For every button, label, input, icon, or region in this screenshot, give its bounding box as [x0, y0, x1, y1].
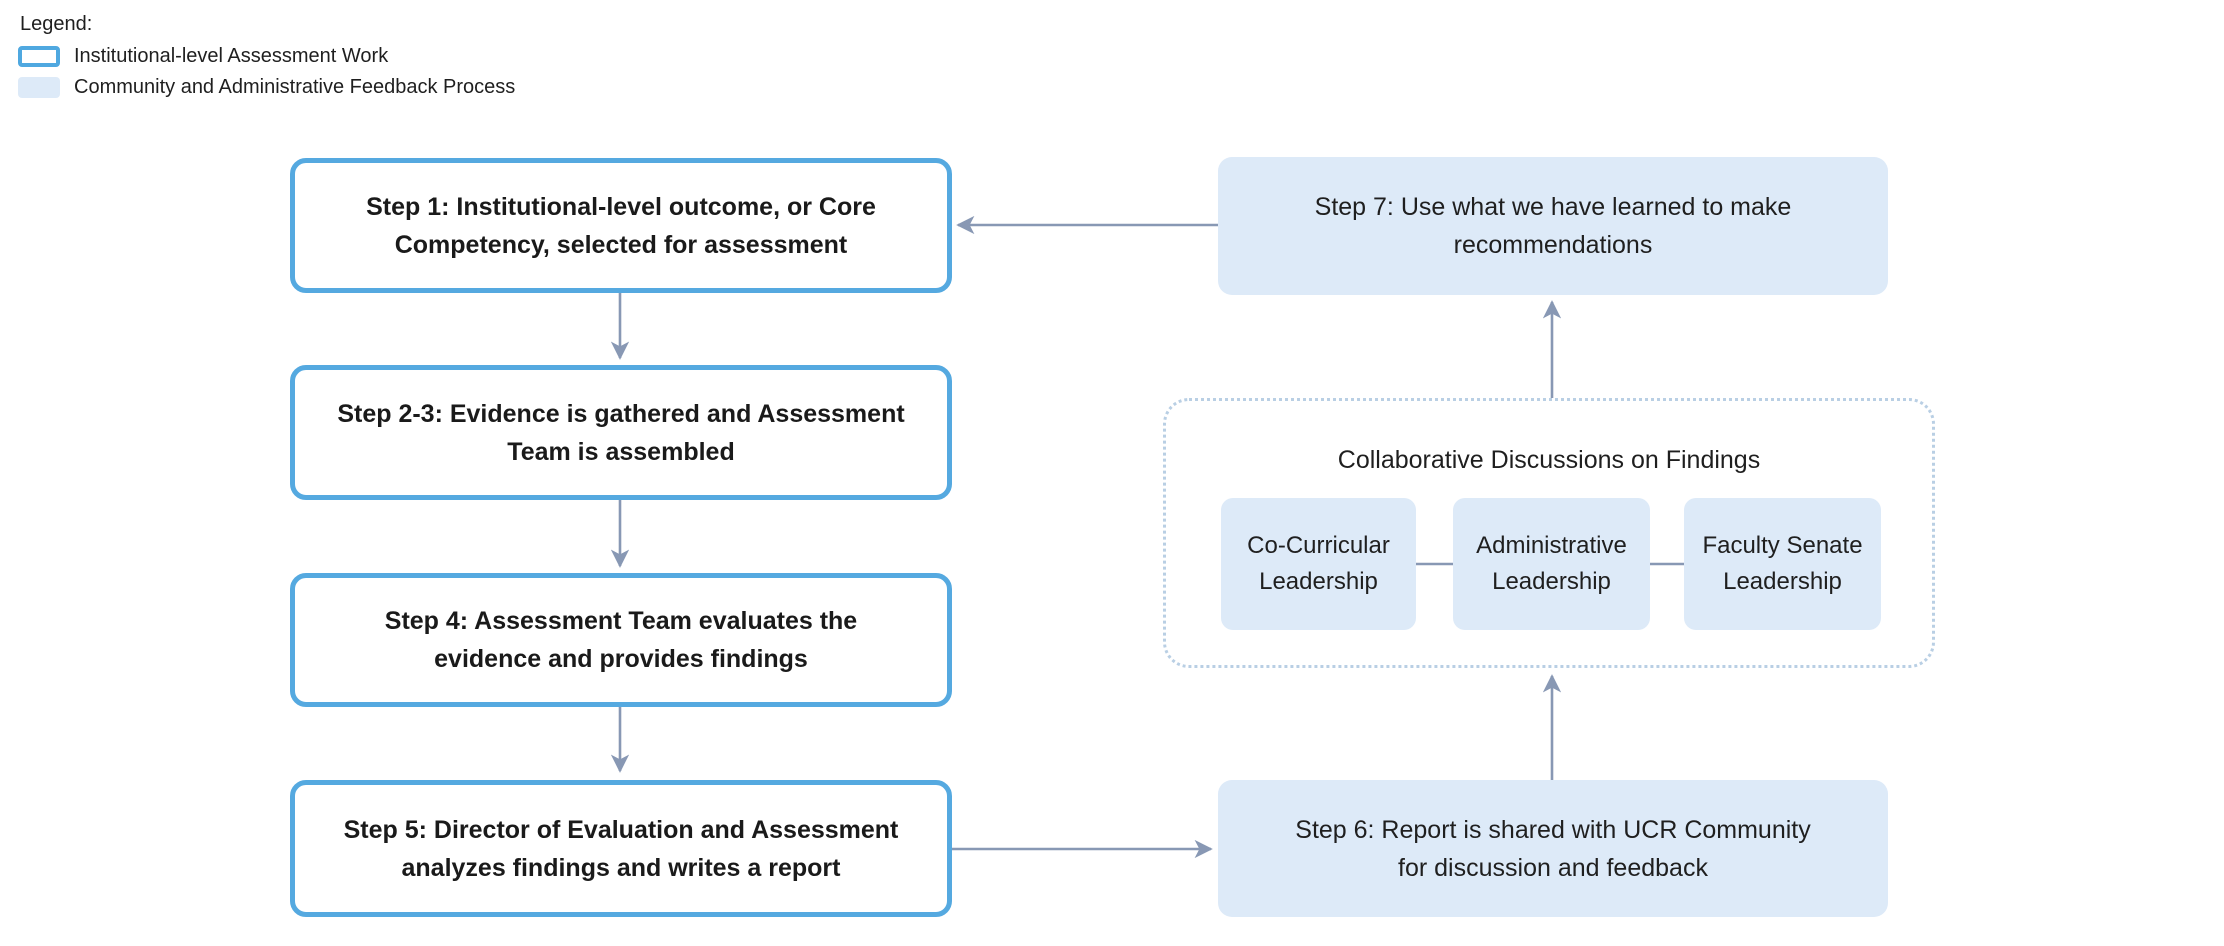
- node-co-curricular-leadership-text: Co-Curricular Leadership: [1247, 528, 1390, 600]
- legend-swatch-filled-icon: [18, 76, 60, 98]
- node-co-curricular-leadership-line-1: Co-Curricular: [1247, 532, 1390, 559]
- node-step-6-line-2: for discussion and feedback: [1398, 853, 1708, 882]
- legend-title: Legend:: [20, 13, 93, 35]
- node-faculty-senate-leadership-line-1: Faculty Senate: [1702, 532, 1863, 559]
- node-step-6[interactable]: Step 6: Report is shared with UCR Commun…: [1218, 780, 1888, 917]
- legend-swatch-outline-icon: [18, 45, 60, 67]
- node-step-5[interactable]: Step 5: Director of Evaluation and Asses…: [290, 780, 952, 917]
- node-faculty-senate-leadership-line-2: Leadership: [1723, 568, 1842, 595]
- node-step-2-3-line-2: Team is assembled: [507, 437, 735, 466]
- legend: Legend: Institutional-level Assessment W…: [18, 12, 515, 105]
- node-step-5-line-1: Step 5: Director of Evaluation and Asses…: [343, 815, 899, 844]
- node-step-1-text: Step 1: Institutional-level outcome, or …: [366, 188, 876, 264]
- node-step-4-line-1: Step 4: Assessment Team evaluates the: [384, 607, 858, 635]
- node-step-2-3-text: Step 2-3: Evidence is gathered and Asses…: [337, 395, 904, 471]
- node-step-7-line-2: recommendations: [1453, 231, 1653, 259]
- node-step-2-3-line-1: Step 2-3: Evidence is gathered and Asses…: [337, 399, 905, 428]
- node-step-1[interactable]: Step 1: Institutional-level outcome, or …: [290, 158, 952, 293]
- legend-item-community: Community and Administrative Feedback Pr…: [18, 74, 515, 100]
- node-administrative-leadership-line-2: Leadership: [1492, 568, 1611, 595]
- node-step-5-text: Step 5: Director of Evaluation and Asses…: [344, 811, 899, 887]
- node-administrative-leadership-line-1: Administrative: [1476, 532, 1627, 559]
- legend-item-institutional: Institutional-level Assessment Work: [18, 43, 515, 69]
- node-co-curricular-leadership-line-2: Leadership: [1259, 568, 1378, 595]
- node-step-7-text: Step 7: Use what we have learned to make…: [1315, 188, 1792, 264]
- node-step-5-line-2: analyzes findings and writes a report: [401, 853, 841, 882]
- node-faculty-senate-leadership-text: Faculty Senate Leadership: [1702, 528, 1862, 600]
- node-step-6-text: Step 6: Report is shared with UCR Commun…: [1295, 811, 1810, 887]
- node-step-7-line-1: Step 7: Use what we have learned to make: [1314, 193, 1792, 221]
- collaborative-discussions-group: [1163, 398, 1935, 668]
- node-step-4[interactable]: Step 4: Assessment Team evaluates the ev…: [290, 573, 952, 707]
- node-step-7[interactable]: Step 7: Use what we have learned to make…: [1218, 157, 1888, 295]
- node-step-1-line-1: Step 1: Institutional-level outcome, or …: [366, 192, 876, 221]
- node-step-4-text: Step 4: Assessment Team evaluates the ev…: [385, 602, 857, 678]
- node-step-2-3[interactable]: Step 2-3: Evidence is gathered and Asses…: [290, 365, 952, 500]
- collaborative-discussions-title: Collaborative Discussions on Findings: [1337, 446, 1761, 474]
- node-step-6-line-1: Step 6: Report is shared with UCR Commun…: [1295, 815, 1811, 844]
- node-faculty-senate-leadership[interactable]: Faculty Senate Leadership: [1684, 498, 1881, 630]
- legend-item-label: Community and Administrative Feedback Pr…: [74, 76, 516, 98]
- node-administrative-leadership[interactable]: Administrative Leadership: [1453, 498, 1650, 630]
- node-co-curricular-leadership[interactable]: Co-Curricular Leadership: [1221, 498, 1416, 630]
- node-administrative-leadership-text: Administrative Leadership: [1476, 528, 1627, 600]
- node-step-4-line-2: evidence and provides findings: [434, 645, 808, 673]
- node-step-1-line-2: Competency, selected for assessment: [394, 230, 848, 259]
- legend-item-label: Institutional-level Assessment Work: [74, 45, 389, 67]
